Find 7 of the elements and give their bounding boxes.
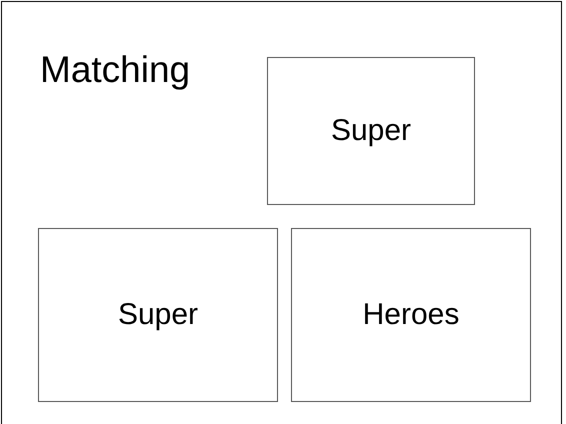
text-card <box>267 57 475 205</box>
text-card <box>38 228 278 402</box>
card-label: Heroes <box>362 298 460 332</box>
slide-title: Matching <box>40 50 190 91</box>
card-label: Super <box>118 298 198 332</box>
text-card <box>291 228 531 402</box>
card-label: Super <box>330 114 412 148</box>
